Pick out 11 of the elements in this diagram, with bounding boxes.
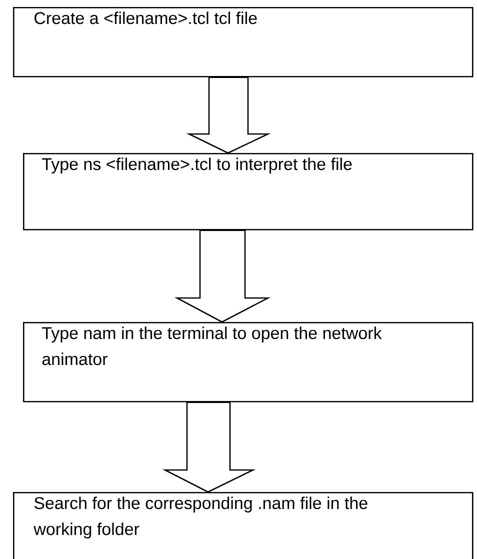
step-text: Create a <filename>.tcl tcl file <box>34 12 257 24</box>
block-arrow <box>162 402 256 493</box>
process-box <box>13 492 474 559</box>
process-box <box>23 153 474 230</box>
step-text: Search for the corresponding .nam file in the working folder <box>34 496 368 538</box>
step-text: Type ns <filename>.tcl to interpret the file <box>42 158 352 174</box>
process-box <box>13 7 474 78</box>
step-text: Type nam in the terminal to open the network animator <box>42 326 382 366</box>
block-arrow <box>174 230 271 323</box>
block-arrow <box>186 76 271 154</box>
process-box <box>23 322 474 402</box>
